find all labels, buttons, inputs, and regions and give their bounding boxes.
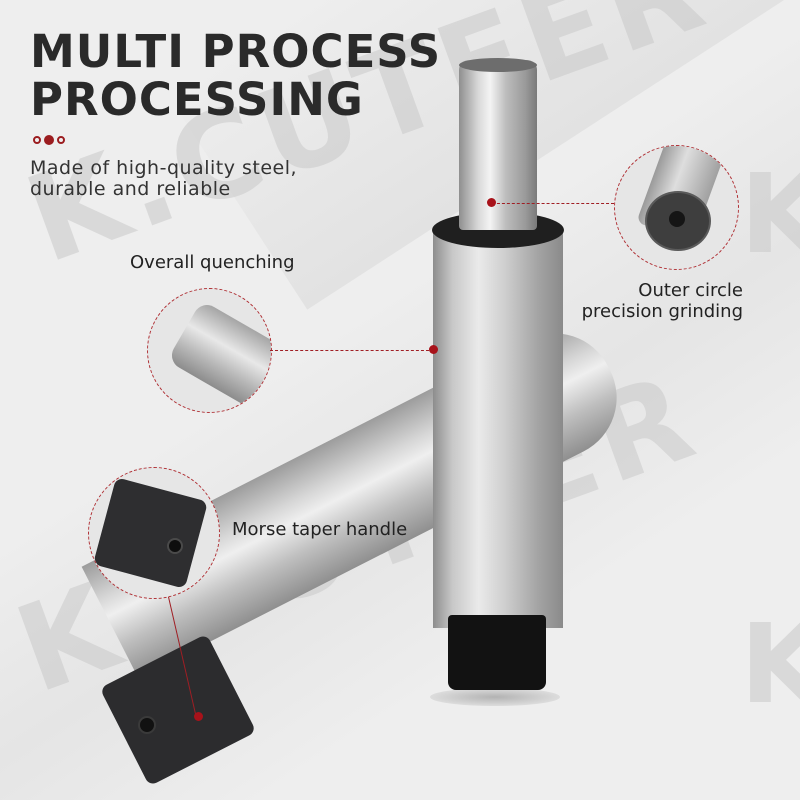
tang-hole-icon xyxy=(138,716,156,734)
dot-filled-icon xyxy=(44,135,54,145)
drop-shadow xyxy=(430,688,560,706)
detail-circle-quenching xyxy=(147,288,272,413)
subtitle: Made of high-quality steel, durable and … xyxy=(30,158,297,200)
subtitle-line-1: Made of high-quality steel, xyxy=(30,157,298,179)
leader-line-outer xyxy=(492,203,614,204)
decorative-dots xyxy=(33,135,65,145)
rod-detail xyxy=(166,299,271,409)
marker-dot-icon xyxy=(194,712,203,721)
morse-taper-shank-vertical xyxy=(433,228,563,628)
dot-outline-icon xyxy=(57,136,65,144)
page-title: MULTI PROCESS PROCESSING xyxy=(30,28,441,124)
subtitle-line-2: durable and reliable xyxy=(30,178,231,200)
callout-label-morse: Morse taper handle xyxy=(232,519,408,540)
tang-hole-icon xyxy=(167,538,183,554)
watermark-partial: K xyxy=(740,150,800,278)
title-line-1: MULTI PROCESS xyxy=(30,25,442,78)
arbor-upper-shaft xyxy=(459,60,537,230)
marker-dot-icon xyxy=(429,345,438,354)
dot-outline-icon xyxy=(33,136,41,144)
callout-label-line-2: precision grinding xyxy=(581,301,743,322)
detail-circle-morse-taper xyxy=(88,467,220,599)
callout-label-quenching: Overall quenching xyxy=(130,252,295,273)
tang-detail xyxy=(92,477,209,589)
title-line-2: PROCESSING xyxy=(30,73,364,126)
detail-circle-outer-grinding xyxy=(614,145,739,270)
tang-square-end-vertical xyxy=(448,615,546,690)
callout-label-outer-circle: Outer circle precision grinding xyxy=(568,280,743,322)
callout-label-line-1: Outer circle xyxy=(638,280,743,301)
leader-line-quenching xyxy=(270,350,434,351)
marker-dot-icon xyxy=(487,198,496,207)
watermark-partial: K xyxy=(740,600,800,728)
center-hole-icon xyxy=(669,211,685,227)
arbor-top-cap xyxy=(459,58,537,72)
